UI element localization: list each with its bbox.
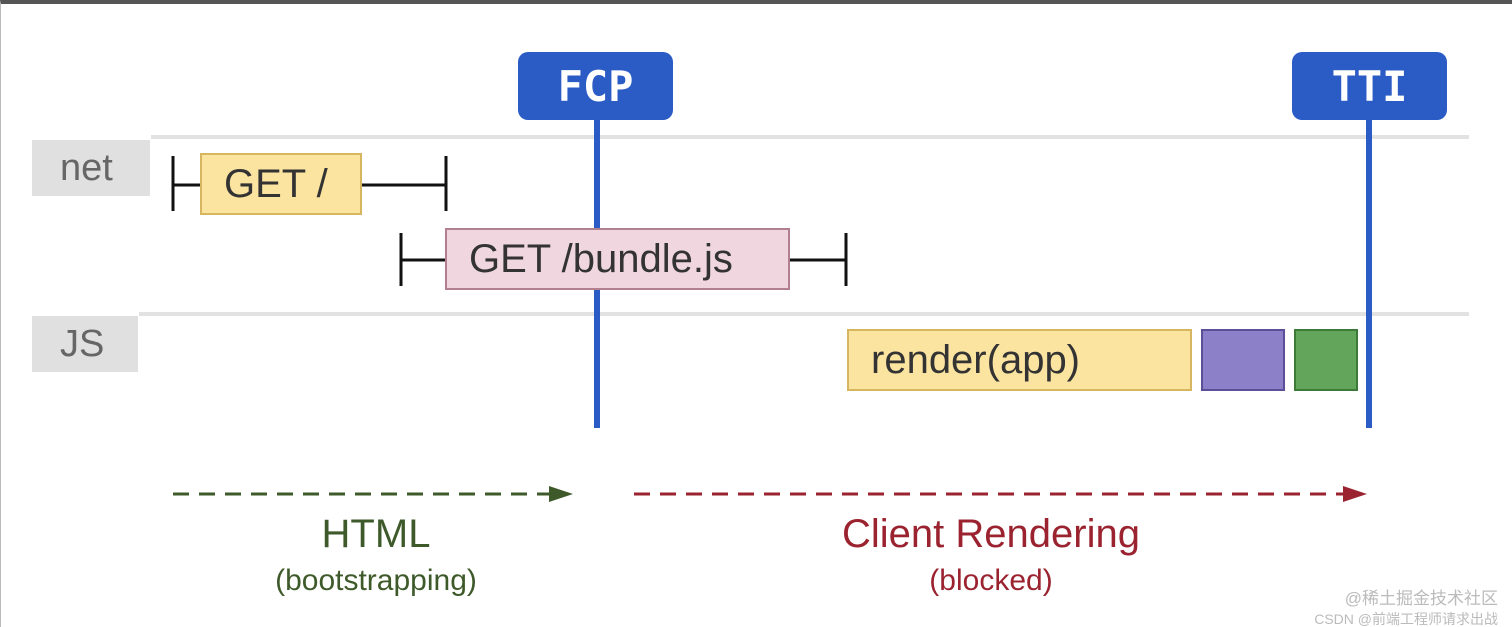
tti-marker: TTI [1292,52,1447,120]
task-render-app: render(app) [847,329,1192,391]
request-get-bundle: GET /bundle.js [445,228,790,290]
lane-label-js: JS [32,316,138,372]
fcp-marker: FCP [518,52,673,120]
get-bundle-timespan [399,233,848,286]
client-rendering-phase-arrow [634,486,1367,502]
html-phase-arrow [173,486,573,502]
phase-html-subtitle: (bootstrapping) [275,564,477,597]
lane-label-net: net [32,140,150,196]
watermark: @稀土掘金技术社区 CSDN @前端工程师请求出战 [1198,589,1498,627]
watermark-line-1: @稀土掘金技术社区 [1344,589,1498,608]
phase-client-title: Client Rendering [842,512,1140,556]
get-root-timespan [171,156,448,211]
diagram-lines [139,114,1469,502]
task-purple [1201,329,1285,391]
watermark-line-2: CSDN @前端工程师请求出战 [1314,611,1498,627]
phase-html-title: HTML [321,512,431,556]
task-green [1294,329,1358,391]
request-get-root: GET / [200,153,362,215]
phase-client-subtitle: (blocked) [929,564,1053,597]
